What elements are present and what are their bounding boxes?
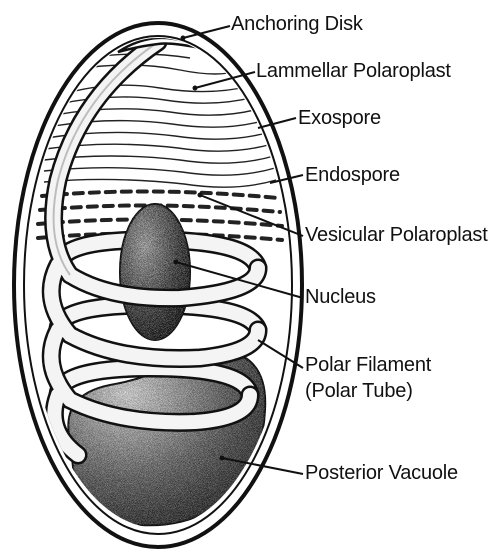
label-posterior-vacuole: Posterior Vacuole <box>305 462 458 485</box>
label-vesicular-polaroplast: Vesicular Polaroplast <box>305 224 488 247</box>
label-lamellar-polaroplast: Lammellar Polaroplast <box>256 60 451 83</box>
label-polar-filament: Polar Filament <box>305 354 431 377</box>
label-exospore: Exospore <box>298 107 381 130</box>
label-anchoring-disk: Anchoring Disk <box>231 13 363 36</box>
label-nucleus: Nucleus <box>305 286 376 309</box>
label-polar-tube: (Polar Tube) <box>305 380 413 403</box>
label-endospore: Endospore <box>305 164 400 187</box>
